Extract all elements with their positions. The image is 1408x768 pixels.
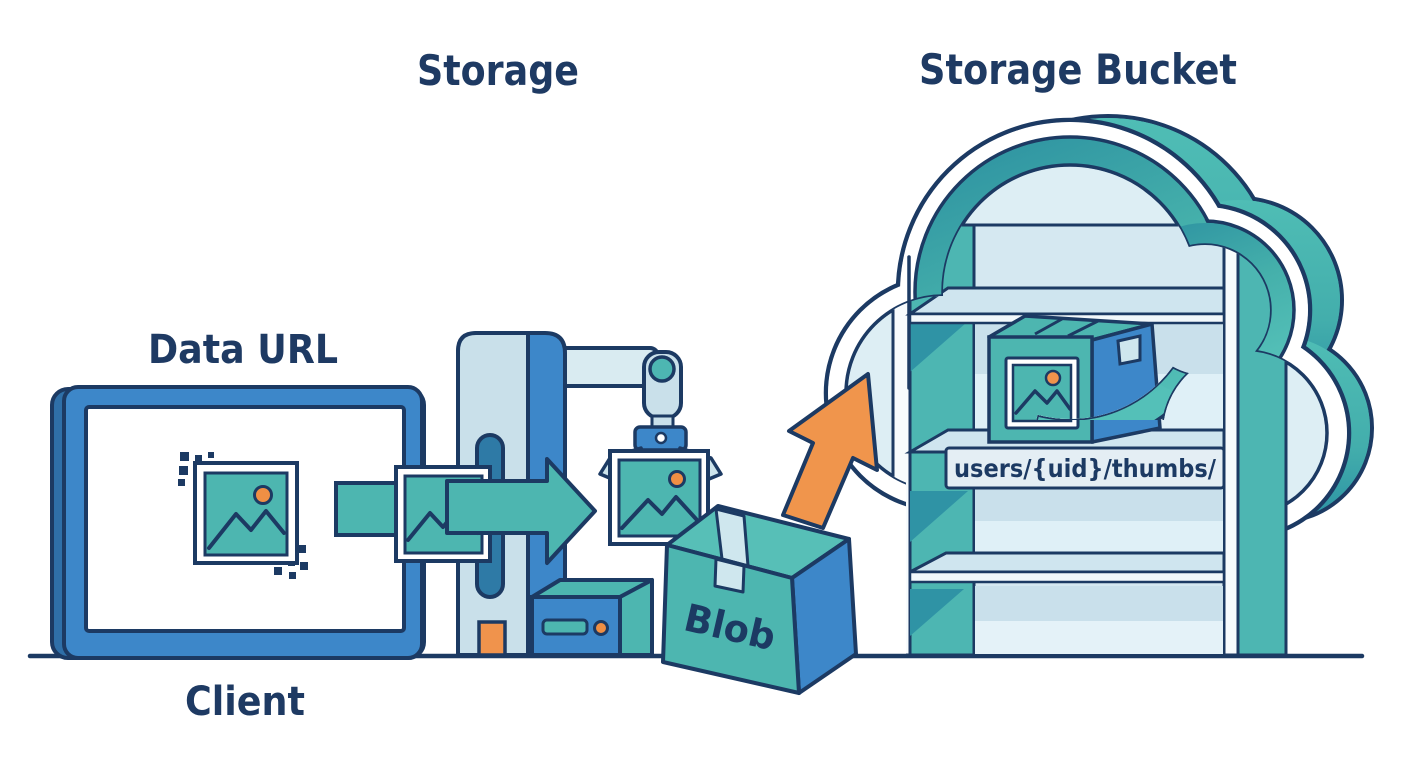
image-thumbnail-icon bbox=[608, 449, 710, 546]
shelf-board bbox=[908, 551, 1226, 584]
shelf-shadow-triangles bbox=[910, 316, 974, 636]
arrow-right-icon bbox=[445, 457, 597, 565]
laptop-icon bbox=[50, 385, 426, 660]
image-thumbnail-icon bbox=[1004, 356, 1080, 430]
client-label: Client bbox=[185, 679, 305, 725]
cloud-shelf-icon: users/{uid}/thumbs/ bbox=[823, 114, 1374, 657]
stored-box-icon bbox=[987, 314, 1162, 444]
storage-shelf: users/{uid}/thumbs/ bbox=[891, 223, 1288, 657]
sun-icon bbox=[1044, 369, 1062, 387]
box-icon: Blob bbox=[661, 504, 858, 695]
bucket-path-text: users/{uid}/thumbs/ bbox=[954, 454, 1217, 483]
bucket-path-badge: users/{uid}/thumbs/ bbox=[944, 446, 1226, 490]
sun-icon bbox=[253, 485, 273, 505]
arrow-up-right-icon bbox=[781, 372, 879, 530]
image-thumbnail-icon bbox=[178, 452, 308, 579]
storage-bucket-title: Storage Bucket bbox=[919, 45, 1237, 94]
data-url-label: Data URL bbox=[148, 327, 338, 373]
storage-title: Storage bbox=[417, 46, 579, 95]
machine-base-unit bbox=[530, 578, 654, 657]
machine-light-orange bbox=[477, 620, 507, 657]
sun-icon bbox=[668, 470, 686, 488]
